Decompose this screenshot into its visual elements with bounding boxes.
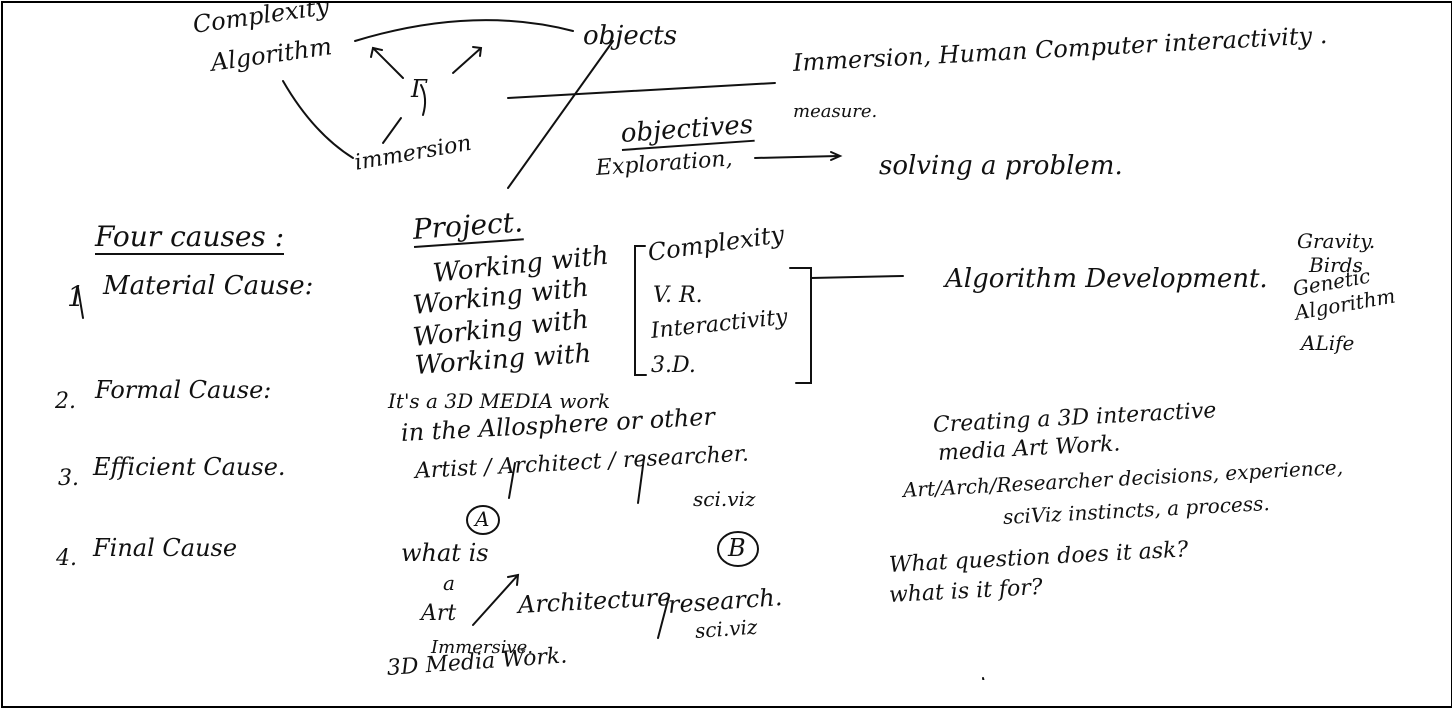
circle-a-label: A [475, 507, 490, 531]
art-word: Art [421, 601, 457, 626]
cause-2-label: Formal Cause: [95, 376, 272, 404]
pen-strokes [77, 19, 986, 689]
slash-stroke [657, 595, 670, 639]
immersive-word: Immersive. [431, 637, 534, 658]
connector-line [507, 82, 776, 99]
arc-stroke [354, 19, 574, 42]
handwritten-notes-sheet: Complexity Algorithm objects Г Immersion… [3, 3, 1451, 706]
arrow-head [830, 151, 843, 161]
page-bottom-edge [37, 680, 1417, 706]
media-work-line1: It's a 3D MEDIA work [388, 389, 611, 413]
note-solving: solving a problem. [879, 151, 1123, 181]
circle-b-label: B [728, 534, 746, 562]
cause-1-label: Material Cause: [103, 271, 314, 301]
arrow-head [472, 46, 483, 57]
cause-3-label: Efficient Cause. [93, 453, 286, 481]
note-figure: Г [411, 75, 427, 103]
research-word: research. [667, 583, 784, 619]
bracket-item-3d: 3.D. [651, 353, 696, 378]
side-alife: ALife [1301, 331, 1355, 355]
connector-line [754, 155, 839, 159]
a-letter: a [443, 571, 455, 595]
arrow-stroke [382, 117, 402, 144]
slash-stroke [508, 462, 516, 499]
cause-4-label: Final Cause [93, 534, 238, 562]
algorithm-development: Algorithm Development. [945, 264, 1268, 294]
cause-4-num: 4. [56, 546, 77, 571]
cause-2-num: 2. [55, 389, 76, 414]
arrow-stroke [452, 47, 482, 74]
connector-line [810, 275, 904, 279]
side-gravity: Gravity. [1297, 229, 1376, 253]
arrow-stroke [372, 47, 404, 79]
diagonal-stroke [507, 40, 614, 189]
sciviz-2: sci.viz [694, 614, 759, 643]
arrow-stroke [420, 84, 427, 116]
circle-a-stroke [466, 505, 500, 535]
arrow-head [370, 46, 383, 58]
bracket-item-vr: V. R. [653, 283, 703, 308]
causes-heading: Four causes : [95, 220, 285, 255]
note-measure: measure. [793, 101, 878, 122]
side-birds: Birds [1309, 253, 1363, 277]
cause-3-num: 3. [58, 466, 79, 491]
bracket-left [634, 245, 647, 376]
arrow-head [507, 573, 520, 586]
arrow-stroke [472, 574, 519, 626]
what-is: what is [401, 539, 489, 567]
curve-stroke [282, 80, 354, 159]
sciviz-1: sci.viz [693, 487, 756, 511]
bracket-right [789, 267, 812, 384]
circle-b-stroke [717, 531, 759, 567]
note-objects: objects [583, 21, 678, 51]
tick-stroke [77, 287, 84, 319]
slash-stroke [637, 457, 645, 504]
cause-1-num: 1 [67, 280, 85, 313]
